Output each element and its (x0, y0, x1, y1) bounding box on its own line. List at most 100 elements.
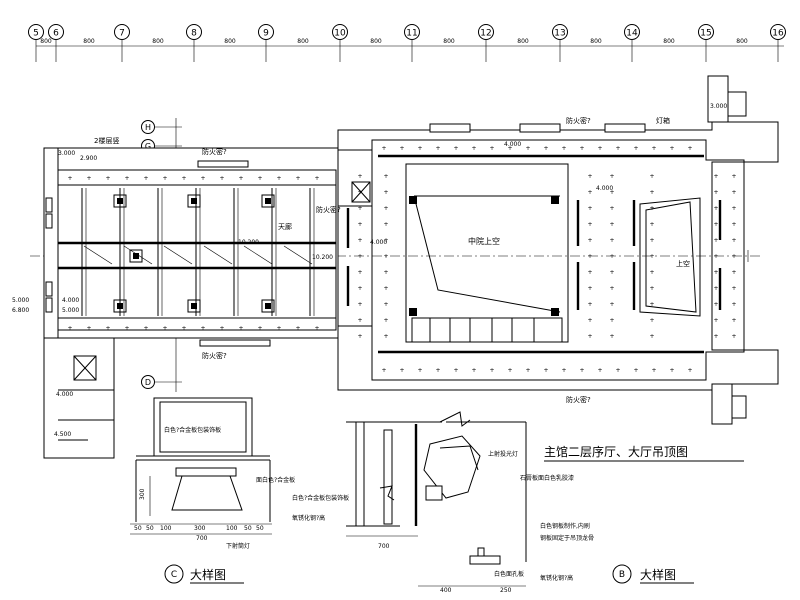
svg-text:400: 400 (440, 587, 452, 594)
svg-text:+: + (417, 367, 422, 374)
right-void-outline (639, 197, 701, 317)
grid-spacing-label: 800 (517, 38, 529, 45)
svg-text:+: + (357, 317, 362, 324)
svg-text:4.000: 4.000 (596, 185, 613, 192)
light-strip-label: 灯箱 (656, 116, 670, 125)
svg-text:+: + (713, 285, 718, 292)
svg-text:10.200: 10.200 (312, 254, 333, 261)
svg-text:+: + (609, 253, 614, 260)
svg-text:+: + (143, 325, 148, 332)
svg-text:+: + (713, 189, 718, 196)
svg-text:+: + (609, 269, 614, 276)
svg-text:+: + (649, 269, 654, 276)
svg-text:+: + (357, 205, 362, 212)
detail-b-circle: B (619, 570, 625, 580)
grid-bubble-10: 10 (332, 24, 348, 62)
svg-text:+: + (633, 145, 638, 152)
svg-text:+: + (67, 175, 72, 182)
detail-b-note-lamp: 上射投光灯 (488, 450, 518, 458)
ceiling-lamp (261, 194, 275, 208)
svg-text:+: + (276, 325, 281, 332)
svg-text:+: + (383, 301, 388, 308)
drawing-title: 主馆二层序厅、大厅吊顶图 (544, 444, 688, 459)
svg-text:+: + (649, 333, 654, 340)
svg-text:+: + (105, 175, 110, 182)
svg-text:+: + (257, 175, 262, 182)
svg-text:10.200: 10.200 (238, 239, 259, 246)
svg-text:12: 12 (480, 29, 491, 39)
svg-text:4.500: 4.500 (54, 431, 71, 438)
svg-text:+: + (649, 253, 654, 260)
svg-text:+: + (731, 269, 736, 276)
svg-text:+: + (219, 175, 224, 182)
grid-bubble-6: 6 (48, 24, 64, 62)
svg-text:100: 100 (160, 525, 172, 532)
svg-text:+: + (615, 367, 620, 374)
svg-text:+: + (731, 285, 736, 292)
svg-text:+: + (731, 221, 736, 228)
svg-text:250: 250 (500, 587, 512, 594)
svg-text:+: + (713, 221, 718, 228)
detail-c-circle: C (171, 570, 177, 580)
svg-text:+: + (543, 367, 548, 374)
grid-bubble-12: 12 (478, 24, 494, 62)
fire-door-label-5: 防火密? (566, 395, 591, 404)
svg-text:+: + (609, 173, 614, 180)
svg-text:+: + (731, 333, 736, 340)
detail-c-note-light: 白色?合金板包装饰板 (292, 494, 349, 502)
svg-text:+: + (357, 173, 362, 180)
svg-text:+: + (67, 325, 72, 332)
svg-text:+: + (86, 175, 91, 182)
svg-text:+: + (417, 145, 422, 152)
svg-text:+: + (357, 189, 362, 196)
svg-text:+: + (399, 367, 404, 374)
svg-text:3.000: 3.000 (58, 150, 75, 157)
svg-text:+: + (525, 145, 530, 152)
cable-shaft-label: 2楼层竖 (94, 136, 119, 145)
svg-text:+: + (597, 145, 602, 152)
svg-text:11: 11 (406, 29, 417, 39)
svg-text:D: D (145, 378, 151, 387)
svg-text:+: + (383, 237, 388, 244)
svg-text:+: + (489, 145, 494, 152)
detail-c-title: 大样图 (190, 567, 226, 582)
svg-text:+: + (587, 205, 592, 212)
svg-text:+: + (609, 285, 614, 292)
svg-text:+: + (219, 325, 224, 332)
fire-door-label-3: 防火密? (316, 205, 341, 214)
svg-text:+: + (200, 325, 205, 332)
svg-text:4.000: 4.000 (504, 141, 521, 148)
svg-text:7: 7 (119, 29, 125, 39)
grid-spacing-label: 800 (224, 38, 236, 45)
svg-text:+: + (489, 367, 494, 374)
svg-text:+: + (181, 175, 186, 182)
svg-text:+: + (713, 317, 718, 324)
ceiling-lamp (187, 194, 201, 208)
left-downlights: ++++++++++++++++++++++++++++ (67, 175, 319, 332)
svg-text:300: 300 (194, 525, 206, 532)
svg-text:+: + (649, 189, 654, 196)
svg-text:+: + (713, 253, 718, 260)
svg-text:50: 50 (146, 525, 154, 532)
detail-c-note-rail: 氧锈化钢?高 (292, 514, 325, 522)
fire-door-top (197, 160, 249, 168)
svg-text:+: + (453, 145, 458, 152)
svg-text:+: + (383, 221, 388, 228)
grid-spacing-label: 800 (370, 38, 382, 45)
svg-text:+: + (543, 145, 548, 152)
svg-text:+: + (609, 333, 614, 340)
svg-text:+: + (579, 367, 584, 374)
ceiling-lamp (113, 194, 127, 208)
svg-text:+: + (383, 269, 388, 276)
grid-spacing-label: 800 (40, 38, 52, 45)
fire-door-label-4: 防火密? (566, 116, 591, 125)
svg-text:+: + (124, 325, 129, 332)
svg-text:+: + (587, 285, 592, 292)
fire-door-bottom (199, 339, 271, 347)
svg-text:+: + (609, 317, 614, 324)
main-hall-plan: + + + + + + + + + + + + + + + + + + + + + + + + + + + + + + + + + + + + + + + +… (337, 75, 779, 425)
detail-b-note-steel: 白色钢板制作,内刷 (540, 522, 590, 530)
svg-text:+: + (124, 175, 129, 182)
svg-text:+: + (651, 367, 656, 374)
